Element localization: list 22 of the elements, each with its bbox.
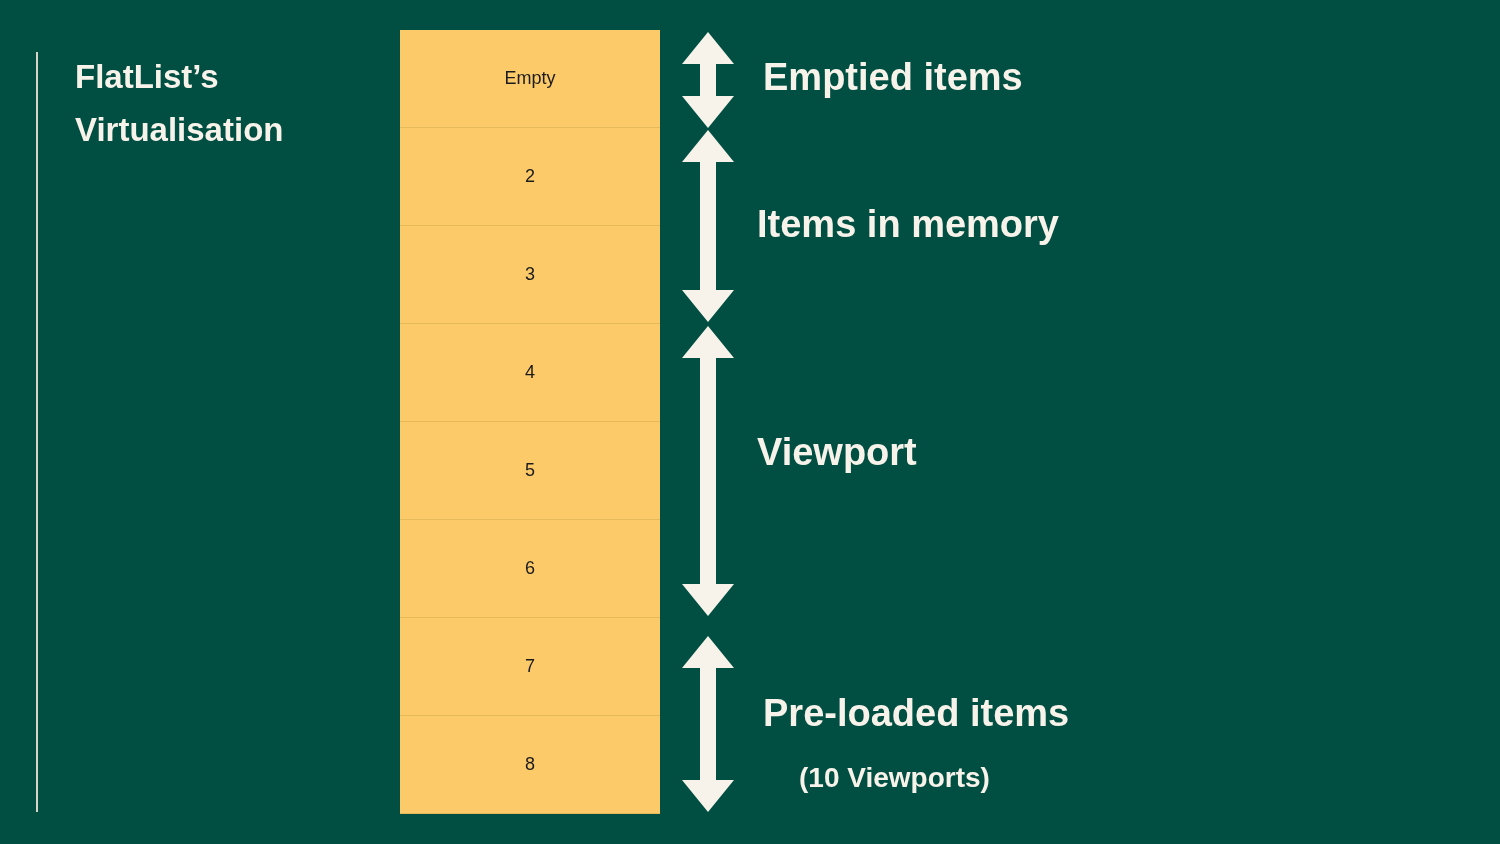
item-label: Empty xyxy=(504,68,556,89)
list-item-cell xyxy=(400,128,660,226)
item-label: 5 xyxy=(525,460,535,481)
list-item-cell xyxy=(400,30,660,128)
section-label: Emptied items xyxy=(763,56,1023,99)
item-label: 4 xyxy=(525,362,535,383)
section-label: Items in memory xyxy=(757,203,1059,246)
title: FlatList’s Virtualisation xyxy=(75,57,285,150)
section-label: Pre-loaded items xyxy=(763,692,1070,735)
item-label: 8 xyxy=(525,754,535,775)
list-item-cell xyxy=(400,618,660,716)
section-label: (10 Viewports) xyxy=(799,762,990,794)
list-item-cell xyxy=(400,716,660,814)
item-label: 7 xyxy=(525,656,535,677)
item-label: 6 xyxy=(525,558,535,579)
list-item-cell xyxy=(400,422,660,520)
item-label: 3 xyxy=(525,264,535,285)
list-item-cell xyxy=(400,324,660,422)
item-label: 2 xyxy=(525,166,535,187)
section-label: Viewport xyxy=(757,431,917,474)
list-item-cell xyxy=(400,520,660,618)
list-item-cell xyxy=(400,226,660,324)
